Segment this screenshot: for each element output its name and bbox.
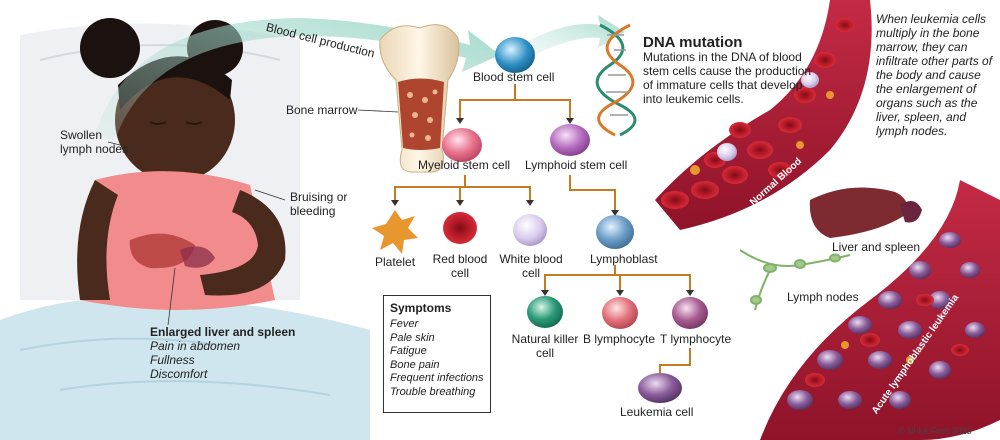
liver-spleen-illustration — [809, 187, 922, 238]
natural-killer-line-2: cell — [535, 346, 554, 360]
lymph-nodes-illustration — [739, 249, 851, 311]
myeloid-stem-cell — [442, 128, 482, 162]
pointer-lines — [107, 141, 286, 326]
blanket — [0, 297, 370, 440]
bone-marrow-label: Bone marrow — [286, 103, 358, 117]
enlarged-item-discomfort: Discomfort — [150, 367, 208, 381]
cells — [372, 37, 708, 403]
enlarged-item-pain: Pain in abdomen — [150, 339, 241, 353]
dna-mutation-block: DNA mutation Mutations in the DNA of blo… — [643, 34, 823, 106]
red-blood-cell — [443, 212, 477, 244]
lymphoid-stem-cell-label: Lymphoid stem cell — [525, 158, 628, 172]
natural-killer-line-1: Natural killer — [511, 332, 579, 346]
symptom-pale-skin: Pale skin — [390, 331, 435, 344]
red-blood-cell-line-2: cell — [450, 266, 469, 280]
myeloid-stem-cell-label: Myeloid stem cell — [418, 158, 511, 172]
infiltration-info-text: When leukemia cells multiply in the bone… — [876, 12, 993, 138]
lymph-nodes-label: Lymph nodes — [787, 290, 859, 304]
white-blood-cell-label: White blood cell — [496, 252, 566, 280]
dna-mutation-description: Mutations in the DNA of blood stem cells… — [643, 50, 812, 106]
symptom-fatigue: Fatigue — [390, 345, 427, 357]
t-lymphocyte-cell — [672, 297, 708, 329]
white-blood-cell-line-2: cell — [521, 266, 540, 280]
leukemia-cell-label: Leukemia cell — [620, 405, 694, 419]
platelet-cell — [372, 210, 418, 254]
normal-blood-vessel — [655, 0, 872, 230]
swollen-line-2: lymph nodes — [60, 142, 129, 156]
platelet-label: Platelet — [375, 255, 416, 269]
dna-helix — [595, 23, 637, 137]
enlarged-title: Enlarged liver and spleen — [150, 325, 296, 339]
symptom-fever: Fever — [390, 318, 419, 330]
swollen-line-1: Swollen — [60, 128, 103, 142]
t-lymphocyte-label: T lymphocyte — [660, 332, 732, 346]
white-blood-cell — [513, 214, 547, 246]
red-blood-cell-line-1: Red blood — [432, 252, 488, 266]
bruising-line-1: Bruising or — [290, 190, 348, 204]
symptom-bone-pain: Bone pain — [390, 358, 440, 371]
bruising-label: Bruising or bleeding — [290, 190, 347, 218]
b-lymphocyte-cell — [602, 297, 638, 329]
symptom-frequent-infections: Frequent infections — [390, 372, 484, 384]
lymphoid-stem-cell — [550, 124, 590, 156]
white-blood-cell-line-1: White blood — [499, 252, 563, 266]
blood-stem-cell-label: Blood stem cell — [473, 70, 555, 84]
lineage-tree — [394, 84, 691, 378]
symptoms-box: Symptoms Fever Pale skin Fatigue Bone pa… — [383, 295, 491, 413]
lineage-arrowheads — [391, 118, 694, 384]
leukemia-blood-vessel — [760, 180, 1000, 440]
leukemia-cell — [638, 373, 682, 403]
bruising-line-2: bleeding — [290, 204, 336, 218]
lymphoblast-cell — [596, 215, 634, 249]
enlarged-organs-block: Enlarged liver and spleen Pain in abdome… — [150, 325, 295, 381]
lymphoblast-label: Lymphoblast — [590, 252, 658, 266]
copyright-text: © Ni-ka Ford 2023 — [898, 426, 972, 436]
swollen-lymph-nodes-label: Swollen lymph nodes — [60, 128, 128, 156]
dna-mutation-title: DNA mutation — [643, 34, 743, 51]
enlarged-item-fullness: Fullness — [150, 353, 195, 367]
b-lymphocyte-label: B lymphocyte — [583, 332, 656, 346]
blood-stem-cell — [495, 37, 535, 73]
bone-marrow-illustration — [357, 24, 460, 173]
symptoms-title: Symptoms — [390, 301, 452, 315]
liver-spleen-label: Liver and spleen — [832, 240, 921, 254]
natural-killer-cell — [527, 296, 563, 328]
production-arrow — [95, 18, 500, 140]
natural-killer-cell-label: Natural killer cell — [505, 332, 585, 360]
red-blood-cell-label: Red blood cell — [430, 252, 490, 280]
symptom-trouble-breathing: Trouble breathing — [390, 385, 476, 398]
